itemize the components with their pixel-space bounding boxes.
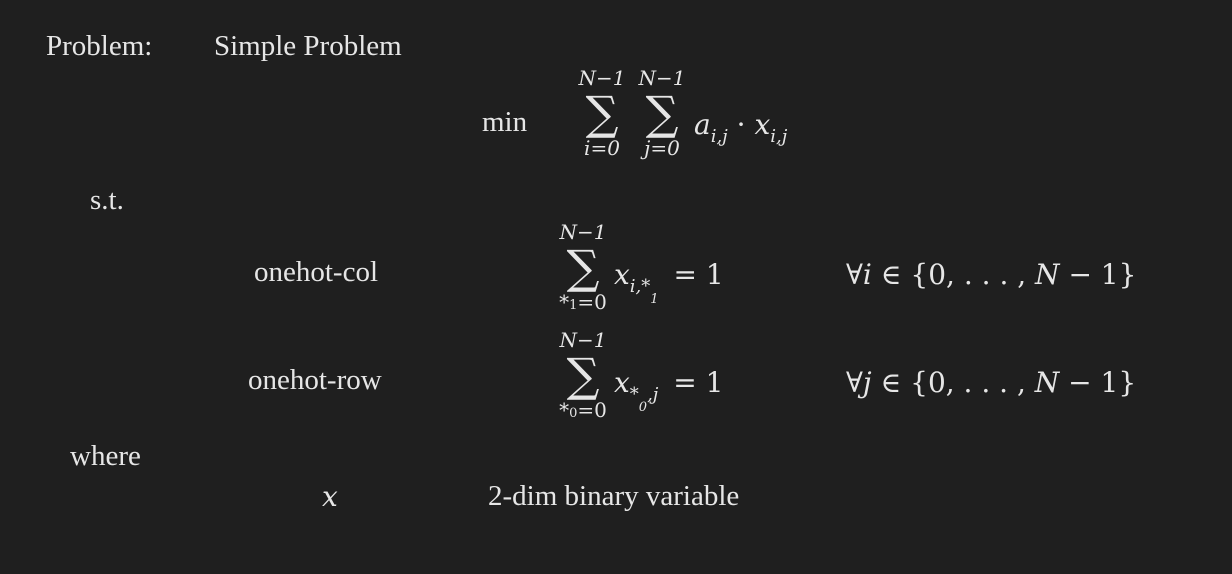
sum-upper-limit: N−1 <box>559 220 607 244</box>
sum-lower-limit: *1=0 <box>559 290 607 314</box>
constraint-term: x*0,j = 1 <box>614 366 724 415</box>
variable-description: 2-dim binary variable <box>488 480 740 512</box>
var-symbol: x <box>614 258 630 291</box>
forall-symbol: ∀ <box>846 366 863 399</box>
problem-label: Problem: <box>46 30 153 62</box>
where-label: where <box>70 440 141 472</box>
sum-upper-limit: N−1 <box>559 328 607 352</box>
sum-lower-limit: *0=0 <box>559 398 607 422</box>
dot-operator: · <box>736 108 746 141</box>
sum-lower-limit: j=0 <box>644 136 680 160</box>
coef-index: i,j <box>710 126 728 147</box>
objective-sum-j: N−1 ∑ j=0 <box>634 66 690 160</box>
var-index: i,*1 <box>629 276 659 307</box>
objective-term: ai,j · xi,j <box>694 108 787 147</box>
variable-symbol: x <box>322 480 338 513</box>
sigma-icon: ∑ <box>566 240 600 294</box>
constraint-name: onehot-col <box>254 256 379 288</box>
constraint-rhs: = 1 <box>673 258 724 291</box>
constraint-rhs: = 1 <box>673 366 724 399</box>
constraint-term: xi,*1 = 1 <box>614 258 724 307</box>
var-symbol: x <box>754 108 771 141</box>
constraint-domain: ∀j ∈ {0, . . . , N − 1} <box>846 366 1137 399</box>
problem-name: Simple Problem <box>214 30 402 62</box>
sigma-icon: ∑ <box>566 348 600 402</box>
objective-direction: min <box>482 106 528 138</box>
constraint-name: onehot-row <box>248 364 382 396</box>
var-index: *0,j <box>629 384 659 415</box>
forall-symbol: ∀ <box>846 258 863 291</box>
constraint-sum: N−1 ∑ *1=0 <box>556 220 610 314</box>
coef-symbol: a <box>694 108 711 141</box>
objective-sum-i: N−1 ∑ i=0 <box>574 66 630 160</box>
constraints-label: s.t. <box>90 184 124 216</box>
sum-upper-limit: N−1 <box>578 66 626 90</box>
forall-var: i <box>862 258 872 291</box>
constraint-domain: ∀i ∈ {0, . . . , N − 1} <box>846 258 1137 291</box>
sum-lower-limit: i=0 <box>584 136 620 160</box>
sigma-icon: ∑ <box>645 86 679 140</box>
var-index: i,j <box>770 126 788 147</box>
var-symbol: x <box>614 366 630 399</box>
forall-var: j <box>862 366 872 399</box>
sigma-icon: ∑ <box>585 86 619 140</box>
constraint-sum: N−1 ∑ *0=0 <box>556 328 610 422</box>
sum-upper-limit: N−1 <box>638 66 686 90</box>
